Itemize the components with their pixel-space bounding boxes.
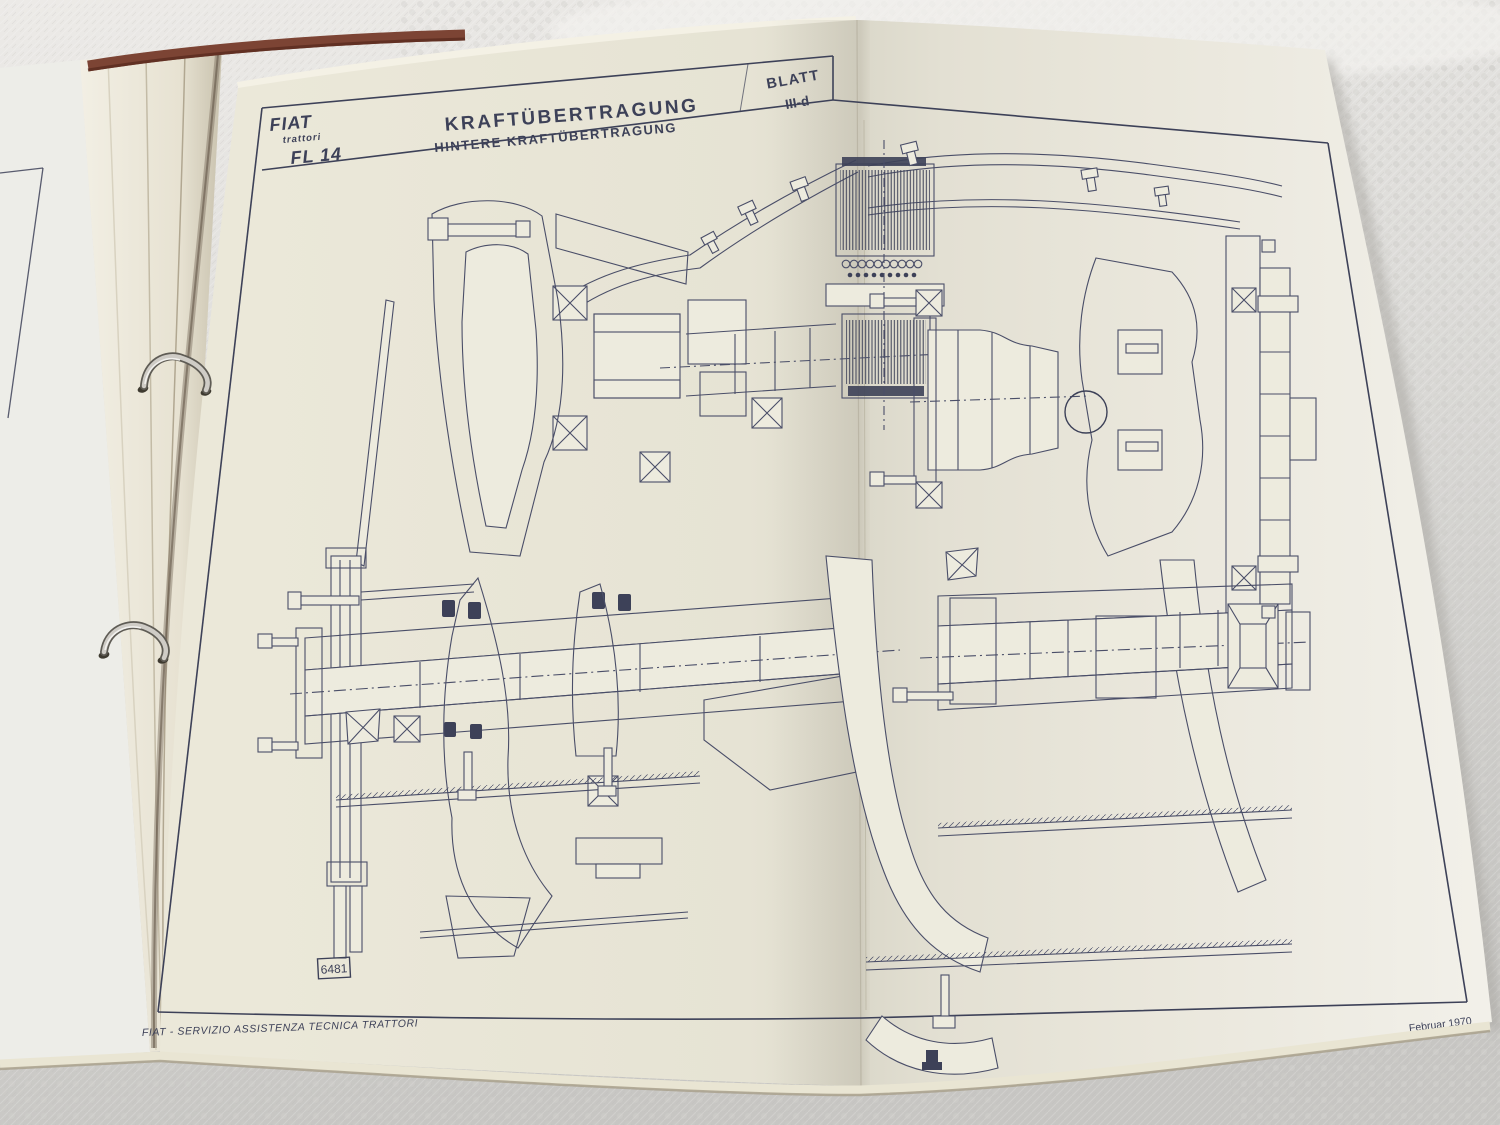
final-drive-housing [431, 200, 564, 557]
bearing-icon [552, 285, 783, 483]
model-label: FL 14 [290, 144, 343, 168]
brand-logo: FIAT [269, 111, 314, 135]
inspection-hole [1064, 390, 1108, 434]
brake-lever [355, 299, 395, 567]
sheet-number: III-d [784, 93, 810, 112]
technical-drawing-rear-transmission: 6481 [257, 119, 1317, 1075]
binder-ring-bottom [98, 621, 170, 664]
bottom-sheet-edges [0, 1021, 1491, 1097]
manual-page: FIAT trattori FL 14 KRAFTÜBERTRAGUNG HIN… [142, 19, 1492, 1087]
page-stack-edges [80, 50, 222, 1052]
bevel-shaft [659, 323, 941, 397]
oil-seal [442, 592, 631, 739]
binder-cover-edge [87, 29, 466, 72]
sheet-cell-divider [739, 63, 749, 113]
bearing-icon [345, 708, 421, 745]
left-facing-page [0, 60, 150, 1062]
pinion-spool-shaft [909, 289, 1091, 509]
brand-sub: trattori [282, 132, 321, 146]
header-separator-line [261, 99, 834, 171]
drawing-frame [157, 55, 1468, 1020]
clutch-springs [841, 259, 923, 278]
bolt-icons [257, 140, 1276, 1029]
figure-number: 6481 [320, 961, 348, 976]
differential-carrier [1079, 257, 1204, 557]
gearbox-cluster [552, 213, 783, 483]
binder-ring-top [137, 352, 212, 396]
figure-number-box: 6481 [316, 956, 352, 980]
bell-housing-legs [335, 576, 867, 959]
left-page-frame-line [7, 167, 44, 419]
clutch-pack [825, 140, 945, 430]
